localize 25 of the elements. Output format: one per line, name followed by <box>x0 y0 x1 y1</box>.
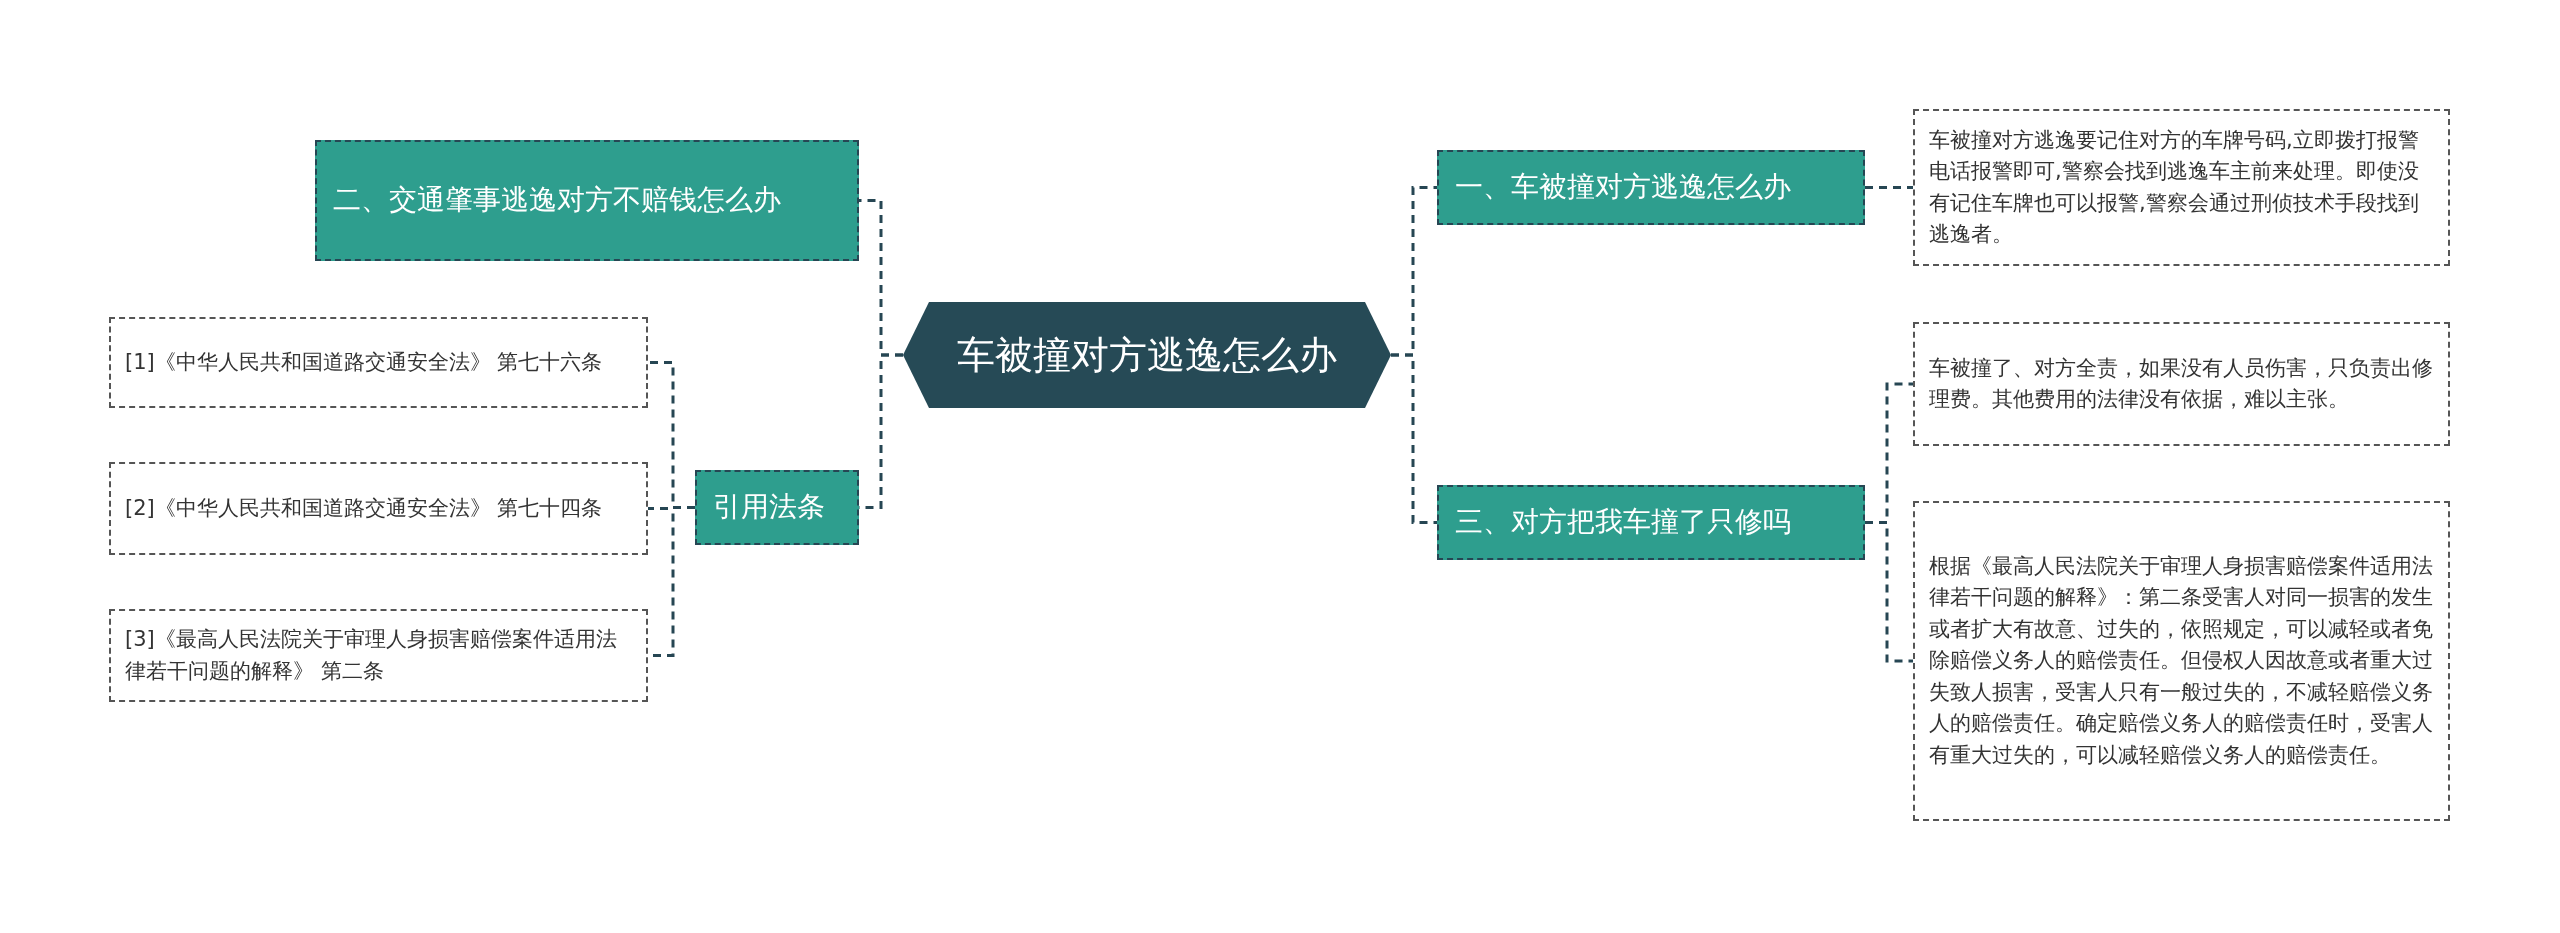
note-text: [3]《最高人民法院关于审理人身损害赔偿案件适用法律若干问题的解释》 第二条 <box>125 626 618 685</box>
note-text: 车被撞对方逃逸要记住对方的车牌号码,立即拨打报警电话报警即可,警察会找到逃逸车主前来处理。即使没有记住车牌也可以报警,警察会通过刑侦技术手段找到逃逸者。 <box>1929 126 2420 248</box>
note-box <box>109 462 648 555</box>
topic-text: 二、交通肇事逃逸对方不赔钱怎么办 <box>333 182 781 219</box>
note-box <box>109 317 648 408</box>
central-topic-hexagon <box>903 302 1391 408</box>
note-box <box>109 609 648 702</box>
topic-text: 引用法条 <box>713 489 825 526</box>
topic-box <box>1437 485 1865 560</box>
connector-line <box>1391 353 1437 524</box>
note-text: [1]《中华人民共和国道路交通安全法》 第七十六条 <box>125 348 603 376</box>
note-box <box>1913 109 2450 266</box>
note-box <box>1913 501 2450 821</box>
note-text: [2]《中华人民共和国道路交通安全法》 第七十四条 <box>125 494 603 522</box>
topic-box <box>1437 150 1865 225</box>
topic-text: 三、对方把我车撞了只修吗 <box>1455 504 1791 541</box>
connector-line <box>1865 521 1913 663</box>
connector-line <box>1865 186 1913 189</box>
note-text: 车被撞了、对方全责，如果没有人员伤害，只负责出修理费。其他费用的法律没有依据，难以主张。 <box>1929 354 2434 413</box>
topic-text: 一、车被撞对方逃逸怎么办 <box>1455 169 1791 206</box>
central-topic-text: 车被撞对方逃逸怎么办 <box>956 331 1338 379</box>
note-text: 根据《最高人民法院关于审理人身损害赔偿案件适用法律若干问题的解释》：第二条受害人对同一损害的发生或者扩大有故意、过失的，依照规定，可以减轻或者免除赔偿义务人的赔偿责任。但侵权人因故意或者重大过失致人损害，受害人只有一般过失的，不减轻赔偿义务人的赔偿责任。确定赔偿义务人的赔偿责任时，受害人有重大过失的，可以减轻赔偿义务人的赔偿责任。 <box>1929 552 2434 769</box>
topic-box <box>695 470 859 545</box>
topic-box <box>315 140 859 261</box>
note-box <box>1913 322 2450 446</box>
